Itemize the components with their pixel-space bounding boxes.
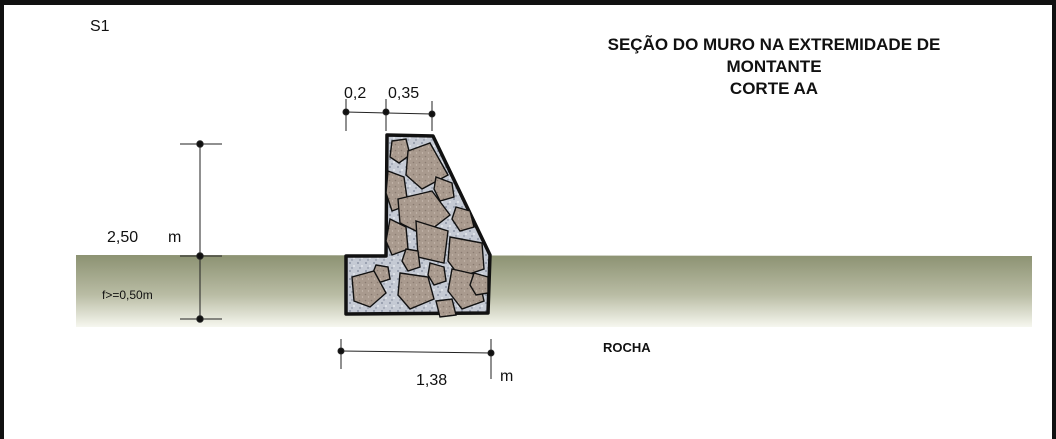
base-dimension bbox=[337, 339, 495, 379]
title-line-2: MONTANTE bbox=[726, 57, 821, 76]
top-dimension bbox=[342, 99, 436, 131]
base-value-label: 1,38 bbox=[416, 372, 447, 389]
height-value-label: 2,50 bbox=[107, 229, 138, 246]
foundation-depth-note: f>=0,50m bbox=[102, 288, 153, 302]
height-dimension bbox=[180, 140, 222, 323]
title-line-3: CORTE AA bbox=[730, 79, 818, 98]
sheet-id: S1 bbox=[90, 18, 110, 35]
title-line-1: SEÇÃO DO MURO NA EXTREMIDADE DE bbox=[608, 34, 941, 54]
height-unit-label: m bbox=[168, 229, 181, 246]
ground-band bbox=[76, 255, 1032, 327]
rock-label: ROCHA bbox=[603, 340, 651, 355]
top-left-width-label: 0,2 bbox=[344, 85, 366, 102]
masonry-stones bbox=[351, 138, 489, 318]
top-right-width-label: 0,35 bbox=[388, 85, 419, 102]
wall-section-drawing: 0,2 0,35 2,50 m f>=0,50m 1,38 m ROCHA S1… bbox=[76, 18, 1032, 389]
base-unit-label: m bbox=[500, 368, 513, 385]
